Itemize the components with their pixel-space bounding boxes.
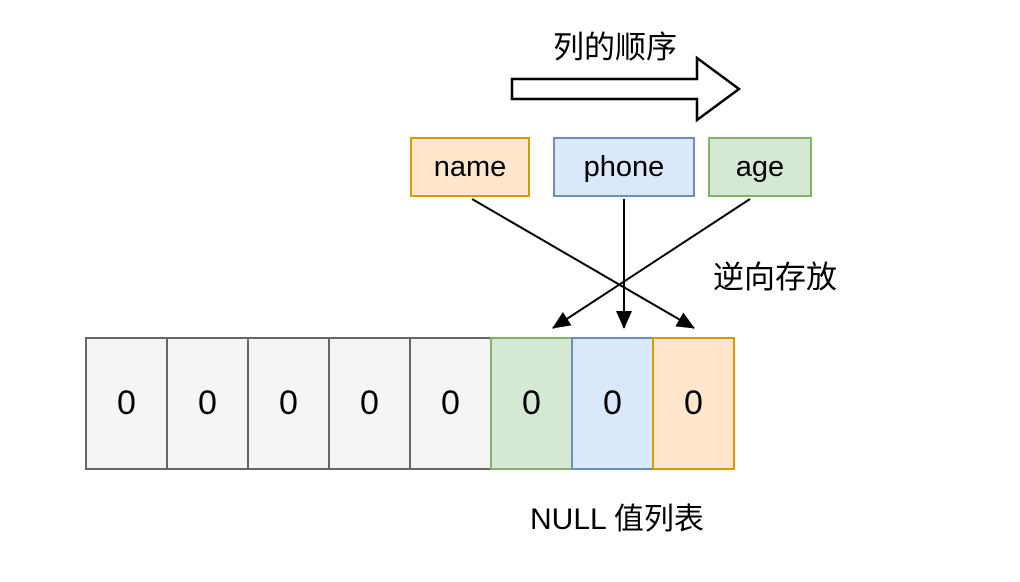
arrow-age-to-cell-6 — [552, 198, 751, 329]
bitmap-cell-5: 0 — [409, 337, 492, 470]
column-order-title: 列的顺序 — [553, 30, 677, 65]
null-bitmap-row: 0 0 0 0 0 0 0 0 — [85, 337, 735, 470]
column-label-name: name — [433, 150, 507, 183]
column-label-age: age — [735, 150, 785, 183]
bitmap-cell-8-name: 0 — [652, 337, 735, 470]
column-box-phone: phone — [553, 137, 695, 197]
right-block-arrow-icon — [510, 55, 742, 123]
arrow-name-to-cell-8 — [471, 198, 695, 329]
bitmap-cell-2: 0 — [166, 337, 249, 470]
null-list-caption: NULL 值列表 — [530, 503, 704, 536]
bitmap-cell-7-phone: 0 — [571, 337, 654, 470]
bitmap-cell-1: 0 — [85, 337, 168, 470]
column-box-age: age — [708, 137, 812, 197]
column-box-name: name — [410, 137, 530, 197]
bitmap-cell-4: 0 — [328, 337, 411, 470]
reverse-storage-note: 逆向存放 — [713, 260, 837, 295]
column-label-phone: phone — [583, 150, 665, 183]
bitmap-cell-6-age: 0 — [490, 337, 573, 470]
bitmap-cell-3: 0 — [247, 337, 330, 470]
